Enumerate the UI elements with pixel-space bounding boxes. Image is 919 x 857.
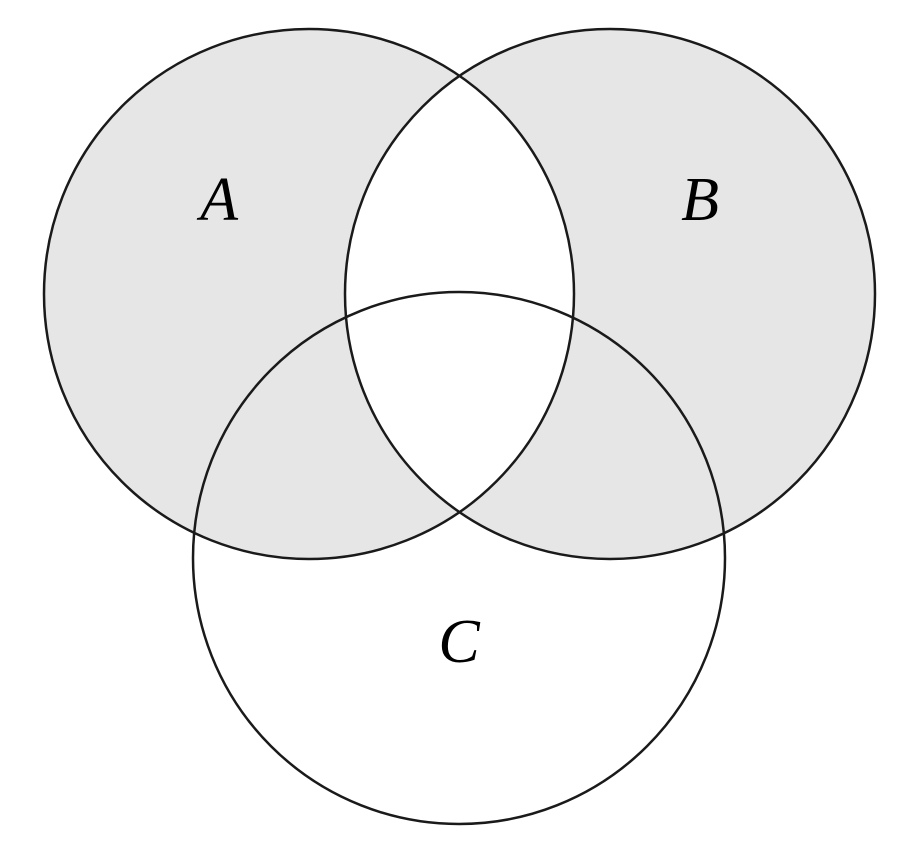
circle-outlines — [42, 27, 877, 826]
set-label-b: B — [681, 166, 719, 234]
set-labels: A B C — [196, 166, 719, 676]
circle-c-outline[interactable] — [191, 290, 727, 826]
set-label-c: C — [438, 608, 480, 676]
set-label-a: A — [196, 166, 239, 234]
circle-b-outline[interactable] — [343, 27, 877, 561]
circle-a-outline[interactable] — [42, 27, 576, 561]
